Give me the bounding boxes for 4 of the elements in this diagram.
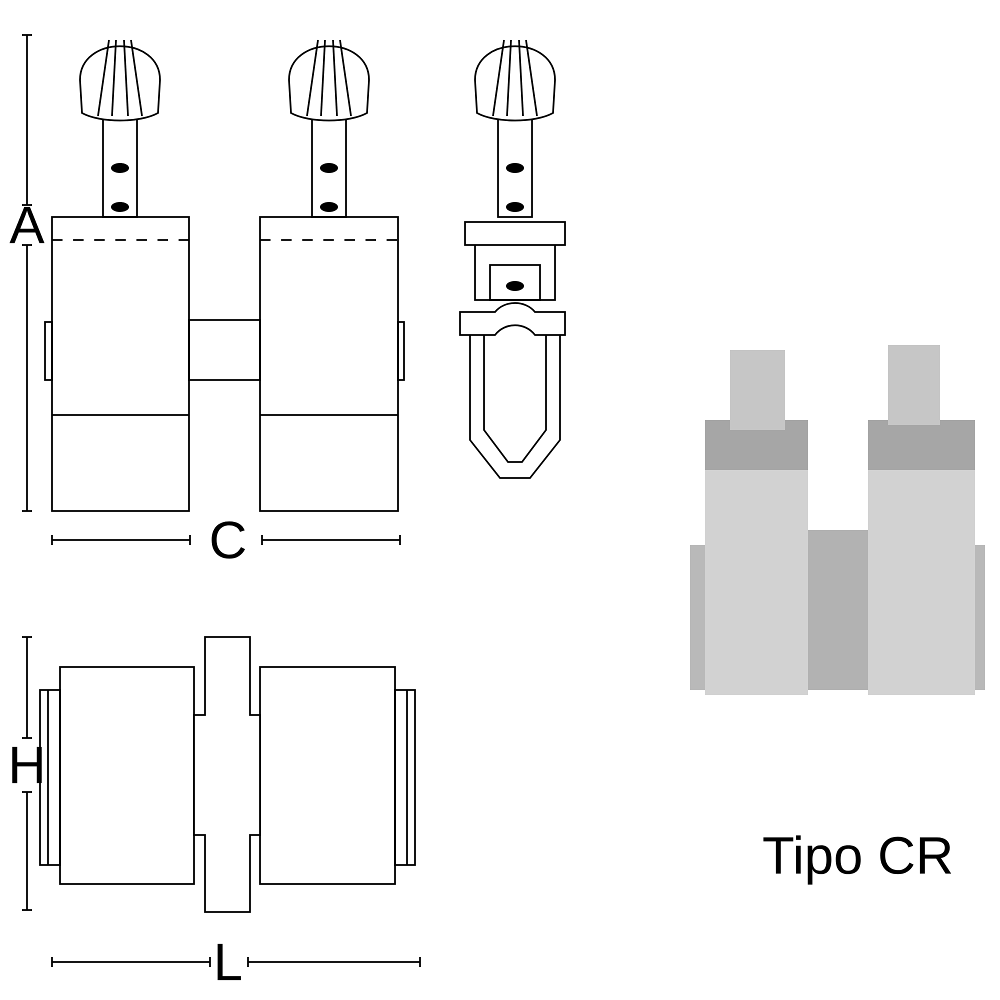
dimension-label: C bbox=[212, 521, 246, 559]
type-label: Tipo CR bbox=[763, 835, 952, 885]
dimension-label: L bbox=[218, 944, 241, 980]
dimension-label: A bbox=[10, 206, 44, 244]
